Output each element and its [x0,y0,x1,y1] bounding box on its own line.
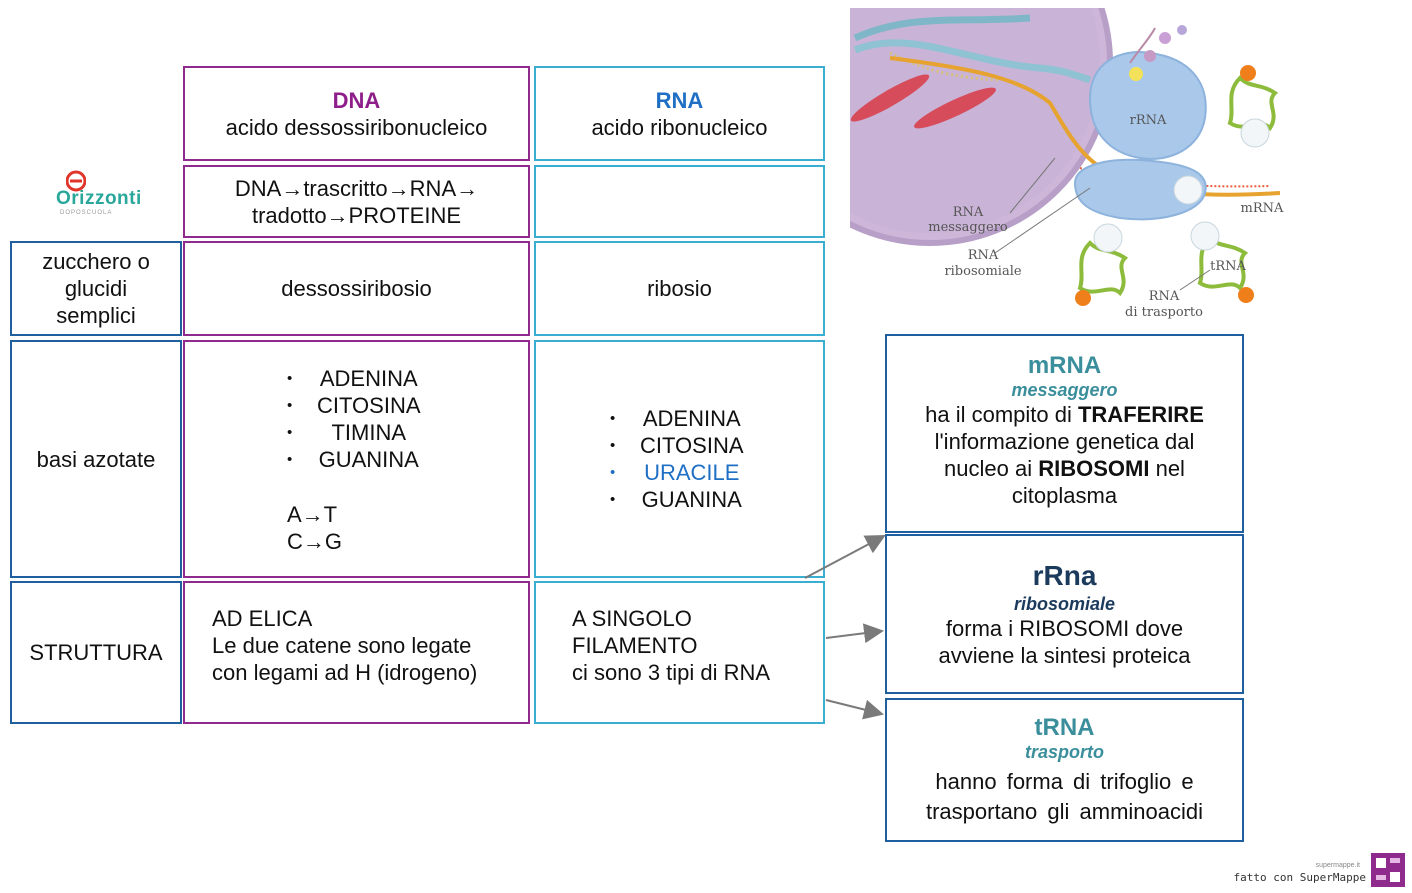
orizzonti-logo: Orizzonti DOPOSCUOLA [56,170,156,220]
rna-sugar-cell: ribosio [534,241,825,336]
mrna-desc-line-3: nucleo ai RIBOSOMI nel [944,456,1185,481]
list-item: GUANINA [610,486,744,513]
rrna-desc-line-2: avviene la sintesi proteica [938,643,1191,668]
structure-label-cell: STRUTTURA [10,581,182,724]
trna-title: tRNA [1034,714,1095,741]
rrna-subtitle: ribosomiale [1013,594,1116,614]
label-rna-messaggero: RNA messaggero [928,205,1008,235]
arrow-to-trna [825,699,884,720]
rna-subtitle: acido ribonucleico [591,114,768,140]
dna-header-cell: DNA acido dessossiribonucleico [183,66,530,161]
dna-structure-line: con legami ad H (idrogeno) [212,660,478,685]
leader-lines [994,157,1211,291]
sugar-label-line: semplici [56,303,136,328]
dna-sugar-cell: dessossiribosio [183,241,530,336]
rna-flow-cell-empty [534,165,825,238]
rna-structure-cell: A SINGOLO FILAMENTO ci sono 3 tipi di RN… [534,581,825,724]
sugar-label-line: zucchero o [42,249,150,274]
rna-header-cell: RNA acido ribonucleico [534,66,825,161]
base-pair: C→G [287,529,342,554]
list-item: GUANINA [287,446,421,473]
list-item: CITOSINA [610,432,744,459]
trna-desc-line-1: hanno forma di trifoglio e [935,769,1194,794]
mrna-subtitle: messaggero [1011,380,1118,400]
bases-label-cell: basi azotate [10,340,182,578]
dna-sugar: dessossiribosio [281,276,432,301]
flow-line-1: DNA→trascritto→RNA→ [234,175,479,201]
flow-line-2: tradotto→PROTEINE [251,202,462,228]
dna-structure-line: Le due catene sono legate [212,633,472,658]
rna-structure-line: ci sono 3 tipi di RNA [572,660,771,685]
ribosome [1073,25,1207,221]
label-rrna: rRNA [1129,113,1167,128]
rrna-title: rRna [1032,560,1097,591]
footer-site[interactable]: supermappe.it [1315,862,1360,869]
arrow-to-mrna [804,535,886,579]
label-rna-ribosomiale: RNA ribosomiale [944,248,1022,279]
sugar-label-line: glucidi [64,276,128,301]
dna-bases-cell: ADENINA CITOSINA TIMINA GUANINA A→T C→G [183,340,530,578]
trna-subtitle: trasporto [1024,742,1104,762]
mrna-box: mRNA messaggero ha il compito di TRAFERI… [885,334,1244,533]
logo-mark-icon [66,170,86,192]
trna-molecules [1075,65,1279,306]
list-item: ADENINA [287,365,421,392]
rna-bases-cell: ADENINA CITOSINA URACILE GUANINA [534,340,825,578]
dna-bases-list: ADENINA CITOSINA TIMINA GUANINA [287,365,421,473]
protein-synthesis-illustration [850,8,1281,306]
trna-desc-line-2: trasportano gli amminoacidi [925,799,1204,824]
rna-sugar: ribosio [647,276,712,301]
supermappe-logo-icon[interactable] [1371,853,1405,887]
structure-label: STRUTTURA [29,640,163,665]
list-item: URACILE [610,459,744,486]
list-item: CITOSINA [287,392,421,419]
base-pair: A→T [287,502,338,527]
bases-label: basi azotate [36,446,156,472]
footer-credit[interactable]: fatto con SuperMappe [1233,871,1366,884]
mrna-desc-line-4: citoplasma [1011,483,1118,508]
dna-flow-cell: DNA→trascritto→RNA→ tradotto→PROTEINE [183,165,530,238]
dna-structure-cell: AD ELICA Le due catene sono legate con l… [183,581,530,724]
trna-box: tRNA trasporto hanno forma di trifoglio … [885,698,1244,842]
rna-structure-line: FILAMENTO [572,633,698,658]
mrna-title: mRNA [1027,352,1102,379]
logo-subtext: DOPOSCUOLA [60,210,113,216]
list-item: ADENINA [610,405,744,432]
mrna-desc-line-1: ha il compito di TRAFERIRE [925,402,1204,427]
dna-subtitle: acido dessossiribonucleico [225,114,488,140]
rna-bases-list: ADENINA CITOSINA URACILE GUANINA [610,405,744,513]
list-item: TIMINA [287,419,421,446]
rrna-desc-line-1: forma i RIBOSOMI dove [945,616,1184,641]
nuclear-pores [850,74,996,129]
logo-text: Orizzonti [56,188,142,209]
sugar-label-cell: zucchero o glucidi semplici [10,241,182,336]
dna-title: DNA [332,87,381,113]
dna-base-pairs: A→T C→G [287,501,342,555]
label-mrna: mRNA [1240,201,1284,216]
label-trna: tRNA [1210,259,1246,274]
rrna-box: rRna ribosomiale forma i RIBOSOMI dove a… [885,534,1244,694]
dna-structure-line: AD ELICA [212,606,313,631]
rna-structure-line: A SINGOLO [572,606,692,631]
rna-title: RNA [655,87,704,113]
arrow-to-rrna [825,623,884,644]
mrna-desc-line-2: l'informazione genetica dal [934,429,1195,454]
label-rna-trasporto: RNA di trasporto [1125,289,1203,320]
